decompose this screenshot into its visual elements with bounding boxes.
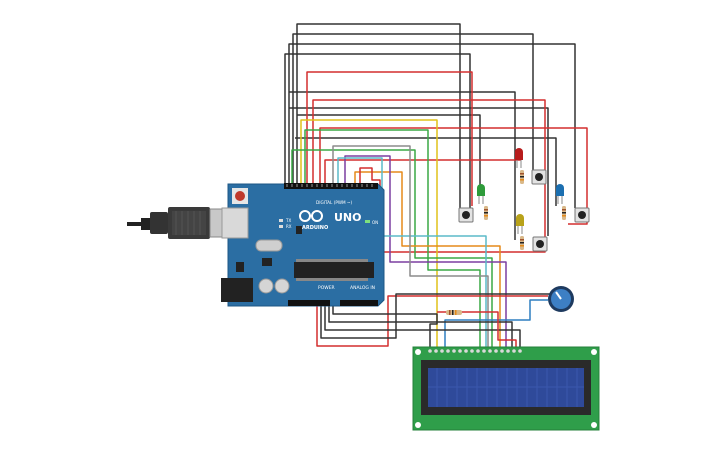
arduino-uno[interactable]: UNO ARDUINO DIGITAL (PWM ~) POWER ANALOG… bbox=[221, 183, 385, 307]
wire-black-7[interactable] bbox=[295, 137, 557, 206]
on-label: ON bbox=[372, 220, 378, 225]
usb-jack bbox=[221, 207, 249, 239]
wire-black-3[interactable] bbox=[288, 43, 576, 208]
resistor-4[interactable] bbox=[562, 206, 566, 220]
analog-label: ANALOG IN bbox=[350, 285, 375, 291]
resistor-5[interactable] bbox=[446, 310, 462, 315]
wire-red-5[interactable] bbox=[316, 295, 548, 347]
wire-black-6[interactable] bbox=[289, 107, 549, 236]
resistor-1[interactable] bbox=[484, 206, 488, 220]
lcd-16x2[interactable] bbox=[412, 346, 600, 431]
crystal-oscillator bbox=[255, 239, 283, 252]
rx-led bbox=[279, 225, 283, 228]
resistor-3[interactable] bbox=[520, 236, 524, 250]
pushbutton-2[interactable] bbox=[531, 169, 547, 185]
board-model: UNO bbox=[334, 211, 362, 224]
on-led bbox=[365, 220, 370, 223]
potentiometer-knob-indicator bbox=[555, 291, 562, 300]
lcd-mount-hole-4 bbox=[591, 422, 597, 428]
usb-cable-end bbox=[127, 218, 155, 230]
arduino-logo bbox=[299, 210, 323, 222]
tx-label: TX bbox=[285, 218, 291, 223]
analog-header[interactable] bbox=[340, 300, 378, 306]
pushbutton-3[interactable] bbox=[532, 236, 548, 252]
pushbutton-4[interactable] bbox=[574, 207, 590, 223]
atmega-pins bbox=[296, 259, 368, 281]
power-label: POWER bbox=[318, 285, 335, 291]
capacitor-2 bbox=[274, 278, 290, 294]
rx-label: RX bbox=[286, 224, 292, 229]
lcd-character-grid bbox=[428, 368, 584, 407]
wire-purple-1[interactable] bbox=[344, 155, 507, 352]
wire-black-10[interactable] bbox=[324, 306, 521, 352]
digital-header-pins bbox=[286, 184, 373, 187]
resistors bbox=[446, 170, 566, 315]
wire-green-2[interactable] bbox=[291, 149, 493, 352]
pushbutton-1[interactable] bbox=[458, 207, 474, 223]
led-green[interactable] bbox=[477, 184, 485, 204]
wire-black-2[interactable] bbox=[292, 33, 534, 187]
wire-black-11[interactable] bbox=[328, 306, 513, 352]
wire-black-4[interactable] bbox=[284, 53, 471, 212]
wire-gray-1[interactable] bbox=[332, 145, 489, 352]
usb-plug-grip bbox=[172, 211, 206, 235]
lcd-header-pins[interactable] bbox=[428, 349, 522, 353]
wire-green-1[interactable] bbox=[304, 129, 481, 352]
led-red[interactable] bbox=[515, 148, 523, 168]
led-blue[interactable] bbox=[556, 184, 564, 204]
wire-red-6[interactable] bbox=[437, 311, 517, 352]
small-chip bbox=[262, 258, 272, 266]
wire-blue-1[interactable] bbox=[444, 299, 548, 352]
reset-button[interactable] bbox=[235, 191, 245, 201]
board-brand: ARDUINO bbox=[302, 225, 328, 231]
atmega-chip bbox=[294, 262, 374, 278]
wire-black-1[interactable] bbox=[296, 23, 461, 212]
capacitor-1 bbox=[258, 278, 274, 294]
lcd-mount-hole-3 bbox=[415, 422, 421, 428]
usb-cable[interactable] bbox=[127, 207, 231, 239]
wire-red-3[interactable] bbox=[319, 127, 588, 225]
potentiometer[interactable] bbox=[548, 286, 574, 312]
resistor-2[interactable] bbox=[520, 170, 524, 184]
tx-led bbox=[279, 219, 283, 222]
usb-grip-lines bbox=[175, 211, 201, 235]
usb-plug-collar bbox=[150, 212, 168, 234]
power-jack bbox=[221, 278, 253, 302]
lcd-mount-hole-1 bbox=[415, 349, 421, 355]
wire-black-8[interactable] bbox=[297, 114, 481, 188]
wire-black-5[interactable] bbox=[289, 91, 516, 240]
wire-orange-1[interactable] bbox=[354, 171, 501, 352]
led-yellow[interactable] bbox=[516, 214, 524, 234]
lcd-mount-hole-2 bbox=[591, 349, 597, 355]
digital-label: DIGITAL (PWM ~) bbox=[316, 200, 352, 205]
voltage-regulator bbox=[236, 262, 244, 272]
wire-red-7[interactable] bbox=[359, 167, 381, 187]
smd-chip bbox=[296, 226, 302, 234]
power-header[interactable] bbox=[288, 300, 330, 306]
wire-black-12[interactable] bbox=[332, 306, 438, 352]
